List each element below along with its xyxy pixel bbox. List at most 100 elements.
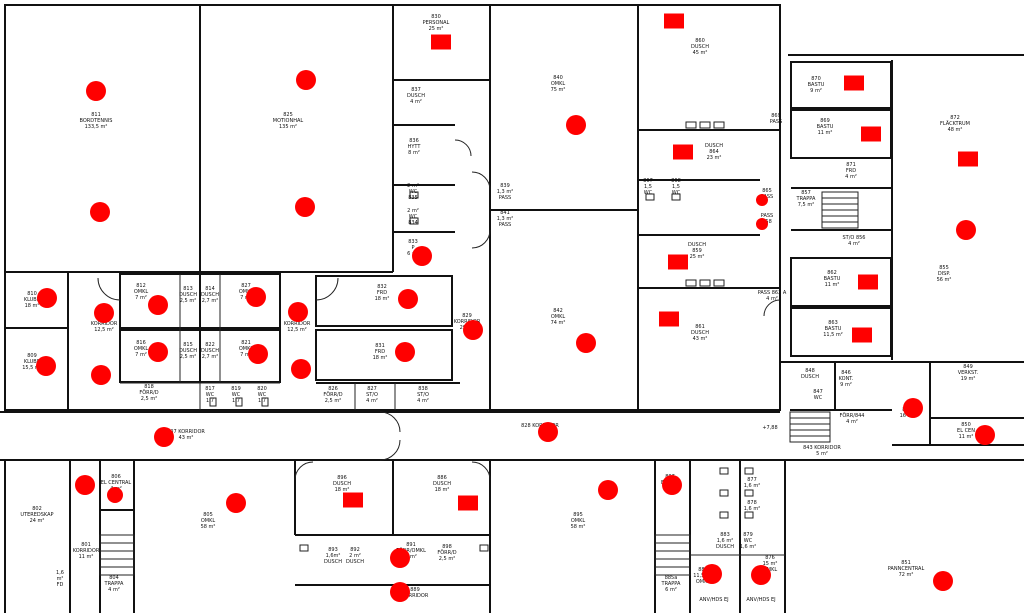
- room-label-line: 876: [765, 555, 775, 561]
- marker-circle-27[interactable]: [395, 342, 415, 362]
- marker-square-16[interactable]: [858, 274, 878, 290]
- marker-circle-13[interactable]: [956, 220, 976, 240]
- room-label-line: WC: [744, 538, 753, 544]
- marker-circle-39[interactable]: [226, 493, 246, 513]
- marker-circle-14[interactable]: [412, 246, 432, 266]
- marker-circle-34[interactable]: [538, 422, 558, 442]
- room-label-line: 18 m²: [25, 303, 40, 309]
- marker-circle-24[interactable]: [288, 302, 308, 322]
- marker-circle-28[interactable]: [36, 356, 56, 376]
- marker-circle-1[interactable]: [296, 70, 316, 90]
- marker-circle-48[interactable]: [933, 571, 953, 591]
- room-label-line: 809: [27, 353, 37, 359]
- marker-square-40[interactable]: [343, 492, 363, 508]
- marker-circle-36[interactable]: [975, 425, 995, 445]
- room-label-line: 846: [841, 370, 851, 376]
- marker-circle-29[interactable]: [91, 365, 111, 385]
- room-label-line: 802: [32, 506, 42, 512]
- room-label-line: 818: [144, 384, 154, 390]
- marker-circle-22[interactable]: [148, 295, 168, 315]
- marker-circle-45[interactable]: [390, 582, 410, 602]
- room-label-r788: +7,88: [762, 425, 777, 431]
- marker-circle-30[interactable]: [148, 342, 168, 362]
- marker-square-7[interactable]: [673, 144, 693, 160]
- room-label-line: 892: [350, 547, 360, 553]
- room-label-line: 74 m²: [551, 320, 566, 326]
- marker-circle-3[interactable]: [295, 197, 315, 217]
- marker-square-15[interactable]: [668, 254, 688, 270]
- marker-circle-23[interactable]: [246, 287, 266, 307]
- room-label-line: 867: [643, 178, 653, 184]
- marker-circle-0[interactable]: [86, 81, 106, 101]
- marker-circle-12[interactable]: [756, 218, 768, 230]
- marker-circle-32[interactable]: [291, 359, 311, 379]
- marker-circle-31[interactable]: [248, 344, 268, 364]
- room-label-line: PERSONAL: [423, 20, 450, 26]
- room-label-line: 11 m²: [825, 282, 840, 288]
- marker-circle-35[interactable]: [903, 398, 923, 418]
- room-label-line: 842: [553, 308, 563, 314]
- room-label-line: 1,6 m²: [717, 538, 733, 544]
- marker-square-8[interactable]: [844, 75, 864, 91]
- room-label-line: 825: [283, 112, 293, 118]
- marker-circle-33[interactable]: [154, 427, 174, 447]
- marker-circle-47[interactable]: [751, 565, 771, 585]
- marker-square-10[interactable]: [958, 151, 978, 167]
- marker-circle-38[interactable]: [107, 487, 123, 503]
- marker-square-18[interactable]: [852, 327, 872, 343]
- room-label-line: 2,5 m²: [180, 298, 196, 304]
- room-label-line: FÖRR/D: [437, 549, 456, 556]
- room-label-line: 857: [801, 190, 811, 196]
- marker-circle-25[interactable]: [398, 289, 418, 309]
- room-label-line: 805: [203, 512, 213, 518]
- marker-circle-21[interactable]: [94, 303, 114, 323]
- room-label-line: 2,5 m²: [439, 556, 455, 562]
- room-label-line: BORDTENNIS: [80, 118, 113, 124]
- room-label-line: 11 m²: [959, 434, 974, 440]
- marker-circle-11[interactable]: [756, 194, 768, 206]
- room-label-line: OMKL: [696, 579, 711, 585]
- marker-circle-20[interactable]: [37, 288, 57, 308]
- room-label-line: OMKL: [201, 518, 216, 524]
- marker-circle-46[interactable]: [702, 564, 722, 584]
- marker-circle-2[interactable]: [90, 202, 110, 222]
- room-label-line: 1,7: [206, 398, 214, 404]
- marker-circle-37[interactable]: [75, 475, 95, 495]
- room-label-line: DUSCH: [201, 348, 219, 354]
- marker-circle-26[interactable]: [463, 320, 483, 340]
- marker-square-4[interactable]: [431, 34, 451, 50]
- marker-circle-42[interactable]: [598, 480, 618, 500]
- marker-circle-44[interactable]: [390, 548, 410, 568]
- marker-square-9[interactable]: [861, 126, 881, 142]
- marker-square-17[interactable]: [659, 311, 679, 327]
- marker-circle-6[interactable]: [566, 115, 586, 135]
- room-label-line: 7 m²: [240, 352, 252, 358]
- room-label-line: 7 m²: [135, 295, 147, 301]
- marker-square-5[interactable]: [664, 13, 684, 29]
- room-label-line: ST/O: [366, 392, 378, 398]
- room-label-line: DUSCH: [179, 348, 197, 354]
- room-label-line: 25 m²: [690, 254, 705, 260]
- room-label-line: 843 KORRIDOR: [803, 445, 841, 451]
- room-label-line: 815: [183, 342, 193, 348]
- marker-circle-43[interactable]: [662, 475, 682, 495]
- marker-circle-19[interactable]: [576, 333, 596, 353]
- room-label-r881: ANV/HDS EJ: [699, 597, 728, 603]
- marker-square-41[interactable]: [458, 495, 478, 511]
- room-label-line: 24 m²: [30, 518, 45, 524]
